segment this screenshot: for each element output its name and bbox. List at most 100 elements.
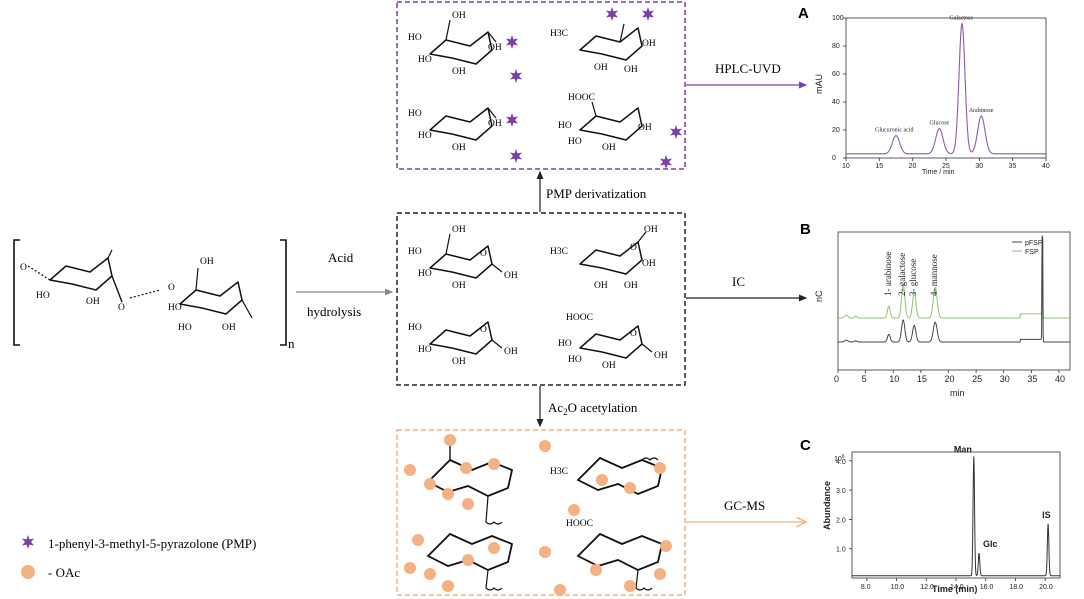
step-hydrolysis: hydrolysis bbox=[307, 304, 361, 319]
y-tick-label: 100 bbox=[832, 15, 844, 22]
peak-label: Arabinose bbox=[969, 108, 994, 114]
peak-label: Glc bbox=[983, 539, 998, 549]
y-tick-label: 40 bbox=[832, 99, 840, 106]
step-gcms: GC-MS bbox=[724, 498, 765, 513]
chem-o: O bbox=[118, 303, 125, 313]
x-axis-label: Time (min) bbox=[932, 584, 977, 594]
chem-oh: OH bbox=[638, 123, 652, 133]
x-tick-label: 10.0 bbox=[891, 584, 905, 591]
monosaccharides: OH HO HO OH OH O H3C OH OH OH OH O HO HO… bbox=[408, 225, 668, 371]
x-tick-label: 5 bbox=[862, 374, 867, 384]
oac-dot bbox=[539, 546, 551, 558]
chem-oh: OH bbox=[452, 225, 466, 235]
peak-label: 4- mannose bbox=[929, 254, 939, 296]
chem-oh: OH bbox=[624, 65, 638, 75]
chem-hooc: HOOC bbox=[568, 93, 595, 103]
chem-ho: HO bbox=[418, 269, 432, 279]
legend: 1-phenyl-3-methyl-5-pyrazolone (PMP) - O… bbox=[21, 535, 256, 580]
chem-ho: HO bbox=[558, 121, 572, 131]
chem-oh: OH bbox=[644, 225, 658, 235]
y-tick-label: 60 bbox=[832, 71, 840, 78]
x-tick-label: 20 bbox=[909, 163, 917, 170]
peak-label: IS bbox=[1042, 510, 1051, 520]
oac-dot bbox=[654, 568, 666, 580]
chem-oh: OH bbox=[642, 39, 656, 49]
monosaccharide-box bbox=[396, 212, 686, 386]
chem-ho: HO bbox=[568, 137, 582, 147]
chem-ho: HO bbox=[408, 323, 422, 333]
chem-ho: HO bbox=[418, 131, 432, 141]
oac-dot bbox=[412, 534, 424, 546]
plot-frame bbox=[845, 17, 1047, 159]
oac-dot-icon bbox=[21, 565, 35, 579]
oac-dot bbox=[460, 462, 472, 474]
chem-oh: OH bbox=[504, 347, 518, 357]
x-tick-label: 15 bbox=[917, 374, 927, 384]
step-acetylation: Ac2O acetylation bbox=[548, 400, 638, 417]
oac-dot bbox=[404, 562, 416, 574]
oac-dot bbox=[554, 584, 566, 596]
x-tick-label: 12.0 bbox=[920, 584, 934, 591]
chem-ho: HO bbox=[36, 291, 50, 301]
pmp-star bbox=[505, 35, 519, 49]
chem-o: O bbox=[630, 329, 637, 339]
x-tick-label: 14.0 bbox=[950, 584, 964, 591]
chem-h3c: H3C bbox=[550, 467, 568, 477]
chem-oh: OH bbox=[642, 259, 656, 269]
x-tick-label: 30 bbox=[1000, 374, 1010, 384]
plot-frame bbox=[837, 231, 1071, 371]
peak-label: Man bbox=[954, 444, 972, 454]
pmp-star bbox=[605, 7, 619, 21]
y-tick-label: 0 bbox=[832, 155, 836, 162]
polymer-subscript: n bbox=[288, 336, 295, 351]
x-tick-label: 30 bbox=[975, 163, 983, 170]
x-tick-label: 16.0 bbox=[980, 584, 994, 591]
pmp-star bbox=[659, 155, 673, 169]
pmp-star bbox=[669, 125, 683, 139]
step-acid: Acid bbox=[328, 250, 354, 265]
x-tick-label: 15 bbox=[875, 163, 883, 170]
y-tick-label: 80 bbox=[832, 43, 840, 50]
chem-ho: HO bbox=[178, 323, 192, 333]
chem-hooc: HOOC bbox=[566, 519, 593, 529]
panel-letter-b: B bbox=[800, 221, 811, 238]
chem-oh: OH bbox=[488, 43, 502, 53]
chem-o: O bbox=[168, 283, 175, 293]
pmp-star-icon bbox=[21, 535, 35, 549]
chem-ho: HO bbox=[418, 345, 432, 355]
series-line-fsp bbox=[838, 235, 1070, 319]
x-tick-label: 20.0 bbox=[1039, 584, 1053, 591]
y-tick-label: 3.0 bbox=[836, 488, 846, 495]
chem-oh: OH bbox=[488, 119, 502, 129]
chem-ho: HO bbox=[408, 33, 422, 43]
chem-oh: OH bbox=[452, 11, 466, 21]
chem-oh: OH bbox=[452, 281, 466, 291]
step-ic: IC bbox=[732, 274, 745, 289]
pmp-star-markers bbox=[505, 7, 683, 169]
peak-label: Glucuronic acid bbox=[875, 128, 913, 134]
oac-dot bbox=[624, 580, 636, 592]
chem-ho: HO bbox=[408, 109, 422, 119]
oac-dot bbox=[404, 464, 416, 476]
y-tick-label: 20 bbox=[832, 127, 840, 134]
peak-label: 2- galactose bbox=[897, 253, 907, 296]
chem-oh: OH bbox=[602, 361, 616, 371]
oac-dot bbox=[442, 580, 454, 592]
x-tick-label: 35 bbox=[1009, 163, 1017, 170]
y-tick-label: 2.0 bbox=[836, 517, 846, 524]
x-tick-label: 25 bbox=[942, 163, 950, 170]
pmp-sugars: OH HO HO OH OH H3C OH OH OH HO HO OH OH … bbox=[408, 11, 656, 153]
x-tick-label: 25 bbox=[972, 374, 982, 384]
oac-dot-markers bbox=[404, 434, 672, 596]
oac-dot bbox=[424, 568, 436, 580]
chem-ho: HO bbox=[568, 355, 582, 365]
chem-ho: HO bbox=[418, 55, 432, 65]
oac-dot bbox=[539, 440, 551, 452]
oac-dot bbox=[462, 554, 474, 566]
series-line-pfsp bbox=[838, 235, 1070, 343]
chem-oh: OH bbox=[654, 351, 668, 361]
chem-oh: OH bbox=[504, 271, 518, 281]
chem-ho: HO bbox=[558, 339, 572, 349]
chem-oh: OH bbox=[222, 323, 236, 333]
